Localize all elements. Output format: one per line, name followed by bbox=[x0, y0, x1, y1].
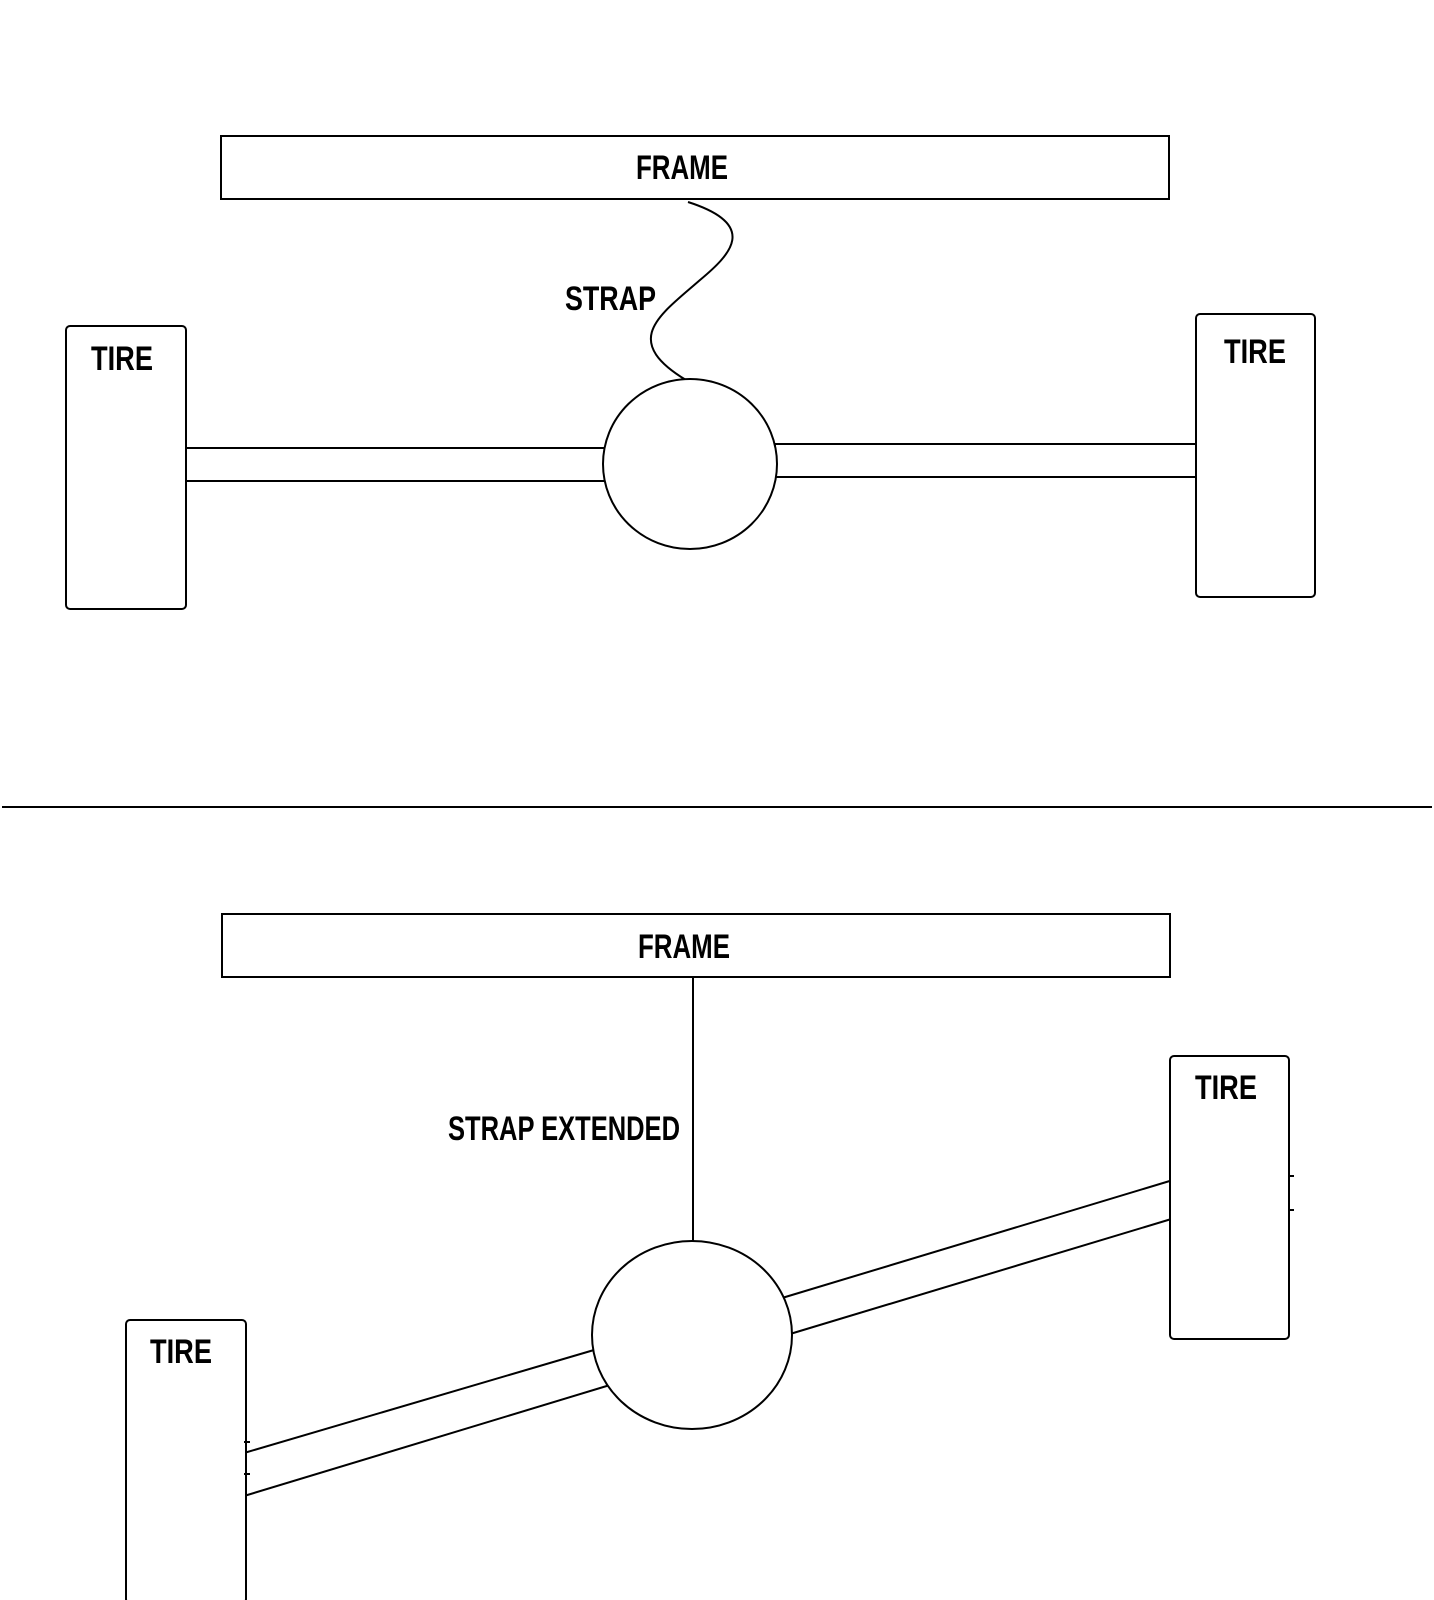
top-frame-label: FRAME bbox=[636, 149, 728, 187]
top-panel: FRAME STRAP TIRE TIRE bbox=[65, 135, 1316, 610]
bottom-differential bbox=[591, 1240, 793, 1430]
top-right-tire bbox=[1195, 313, 1316, 598]
top-right-tire-label: TIRE bbox=[1224, 333, 1286, 371]
bottom-left-axle-upper bbox=[243, 1349, 595, 1454]
bottom-left-axle-lower bbox=[243, 1384, 611, 1497]
bottom-right-axle-upper bbox=[781, 1179, 1174, 1299]
top-left-tire bbox=[65, 325, 187, 610]
bottom-panel: FRAME STRAP EXTENDED TIRE TIRE bbox=[125, 913, 1294, 1600]
top-left-tire-label: TIRE bbox=[91, 340, 153, 378]
top-frame-bar bbox=[220, 135, 1170, 200]
bottom-right-tire bbox=[1169, 1055, 1290, 1340]
bottom-right-tire-label: TIRE bbox=[1195, 1069, 1257, 1107]
top-differential bbox=[602, 378, 778, 550]
bottom-frame-bar bbox=[221, 913, 1171, 978]
bottom-left-tire bbox=[125, 1319, 247, 1600]
top-strap-label: STRAP bbox=[565, 280, 656, 318]
top-right-axle-tube bbox=[774, 443, 1198, 478]
bottom-frame-label: FRAME bbox=[638, 928, 730, 966]
top-strap-slack bbox=[650, 201, 734, 381]
bottom-left-tire-label: TIRE bbox=[150, 1333, 212, 1371]
top-left-axle-tube bbox=[184, 447, 606, 482]
bottom-right-axle-lower bbox=[789, 1216, 1179, 1335]
bottom-strap-label: STRAP EXTENDED bbox=[448, 1110, 680, 1148]
